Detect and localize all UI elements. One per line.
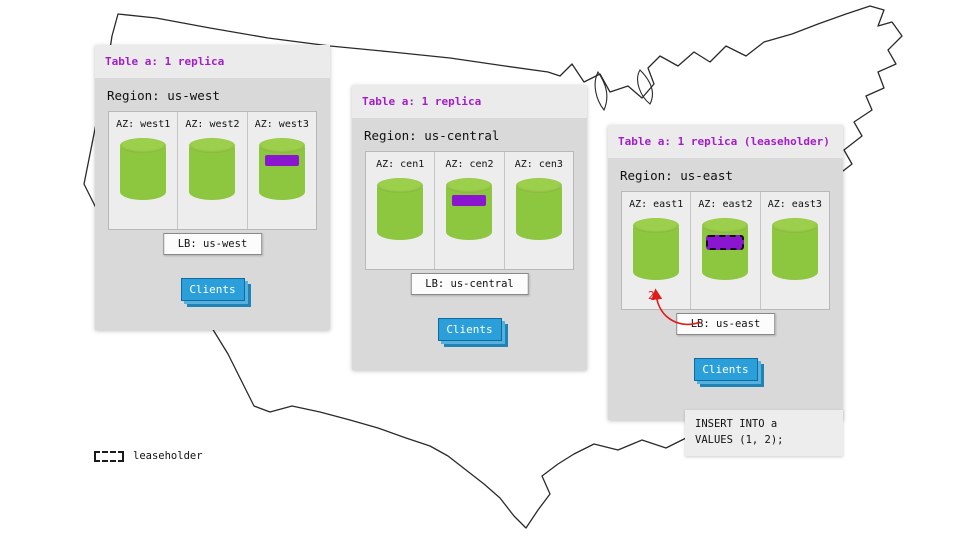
load-balancer-label: LB: us-east — [675, 313, 776, 335]
table-replica-label: Table a: 1 replica (leaseholder) — [618, 135, 830, 148]
az-box-us-west: AZ: west1 AZ: west2 AZ: west3 — [108, 111, 317, 230]
table-replica-header: Table a: 1 replica — [95, 45, 330, 78]
leaseholder-legend: leaseholder — [94, 450, 203, 462]
database-cylinder — [189, 138, 236, 200]
region-panel-us-west: Table a: 1 replica Region: us-west AZ: w… — [95, 45, 330, 330]
az-box-us-central: AZ: cen1 AZ: cen2 AZ: cen3 — [365, 151, 574, 270]
sql-line-1: INSERT INTO a — [695, 418, 778, 430]
az-label: AZ: west3 — [254, 119, 309, 130]
table-replica-label: Table a: 1 replica — [362, 95, 482, 108]
az-label: AZ: cen1 — [376, 159, 425, 170]
load-balancer-label: LB: us-west — [162, 233, 263, 255]
database-cylinder — [515, 178, 562, 240]
az-label: AZ: east1 — [629, 199, 684, 210]
sql-line-2: VALUES (1, 2); — [695, 434, 784, 447]
database-cylinder — [377, 178, 424, 240]
region-panel-us-east: Table a: 1 replica (leaseholder) Region:… — [608, 125, 843, 420]
az-cell-east3: AZ: east3 — [761, 192, 829, 309]
az-label: AZ: west1 — [116, 119, 171, 130]
insert-value-label: 2 — [648, 289, 655, 302]
region-label: Region: us-west — [107, 88, 220, 103]
region-panel-us-central: Table a: 1 replica Region: us-central AZ… — [352, 85, 587, 370]
region-label: Region: us-east — [620, 168, 733, 183]
insert-write-arrow — [651, 288, 701, 326]
az-label: AZ: cen3 — [514, 159, 563, 170]
az-label: AZ: east3 — [767, 199, 822, 210]
load-balancer-label: LB: us-central — [410, 273, 529, 295]
az-label: AZ: east2 — [698, 199, 753, 210]
az-cell-east2: AZ: east2 — [691, 192, 761, 309]
database-cylinder — [446, 178, 493, 240]
sql-statement-note: INSERT INTO a VALUES (1, 2); — [685, 410, 843, 456]
replica-range-marker — [264, 155, 299, 166]
az-label: AZ: west2 — [185, 119, 240, 130]
region-body-us-west: Region: us-west AZ: west1 AZ: west2 AZ: … — [95, 78, 330, 330]
az-cell-east1: AZ: east1 — [622, 192, 692, 309]
replica-range-marker — [452, 195, 487, 206]
database-cylinder — [258, 138, 305, 200]
table-replica-header: Table a: 1 replica — [352, 85, 587, 118]
az-cell-cen1: AZ: cen1 — [366, 152, 436, 269]
az-label: AZ: cen2 — [445, 159, 494, 170]
az-cell-west3: AZ: west3 — [248, 112, 316, 229]
region-label: Region: us-central — [364, 128, 500, 143]
region-body-us-central: Region: us-central AZ: cen1 AZ: cen2 AZ:… — [352, 118, 587, 370]
az-cell-cen2: AZ: cen2 — [435, 152, 505, 269]
table-replica-label: Table a: 1 replica — [105, 55, 225, 68]
database-cylinder — [633, 218, 680, 280]
database-cylinder — [120, 138, 167, 200]
leaseholder-legend-label: leaseholder — [133, 450, 203, 462]
az-cell-cen3: AZ: cen3 — [505, 152, 573, 269]
clients-button[interactable]: Clients — [437, 318, 502, 341]
az-cell-west1: AZ: west1 — [109, 112, 179, 229]
great-lakes-outline — [594, 69, 653, 112]
insert-arrow-path — [651, 288, 701, 326]
table-replica-header: Table a: 1 replica (leaseholder) — [608, 125, 843, 158]
database-cylinder — [771, 218, 818, 280]
leaseholder-swatch-icon — [94, 450, 124, 462]
leaseholder-range-marker — [706, 235, 745, 250]
clients-button[interactable]: Clients — [180, 278, 245, 301]
az-cell-west2: AZ: west2 — [178, 112, 248, 229]
clients-button[interactable]: Clients — [693, 358, 758, 381]
database-cylinder — [702, 218, 749, 280]
